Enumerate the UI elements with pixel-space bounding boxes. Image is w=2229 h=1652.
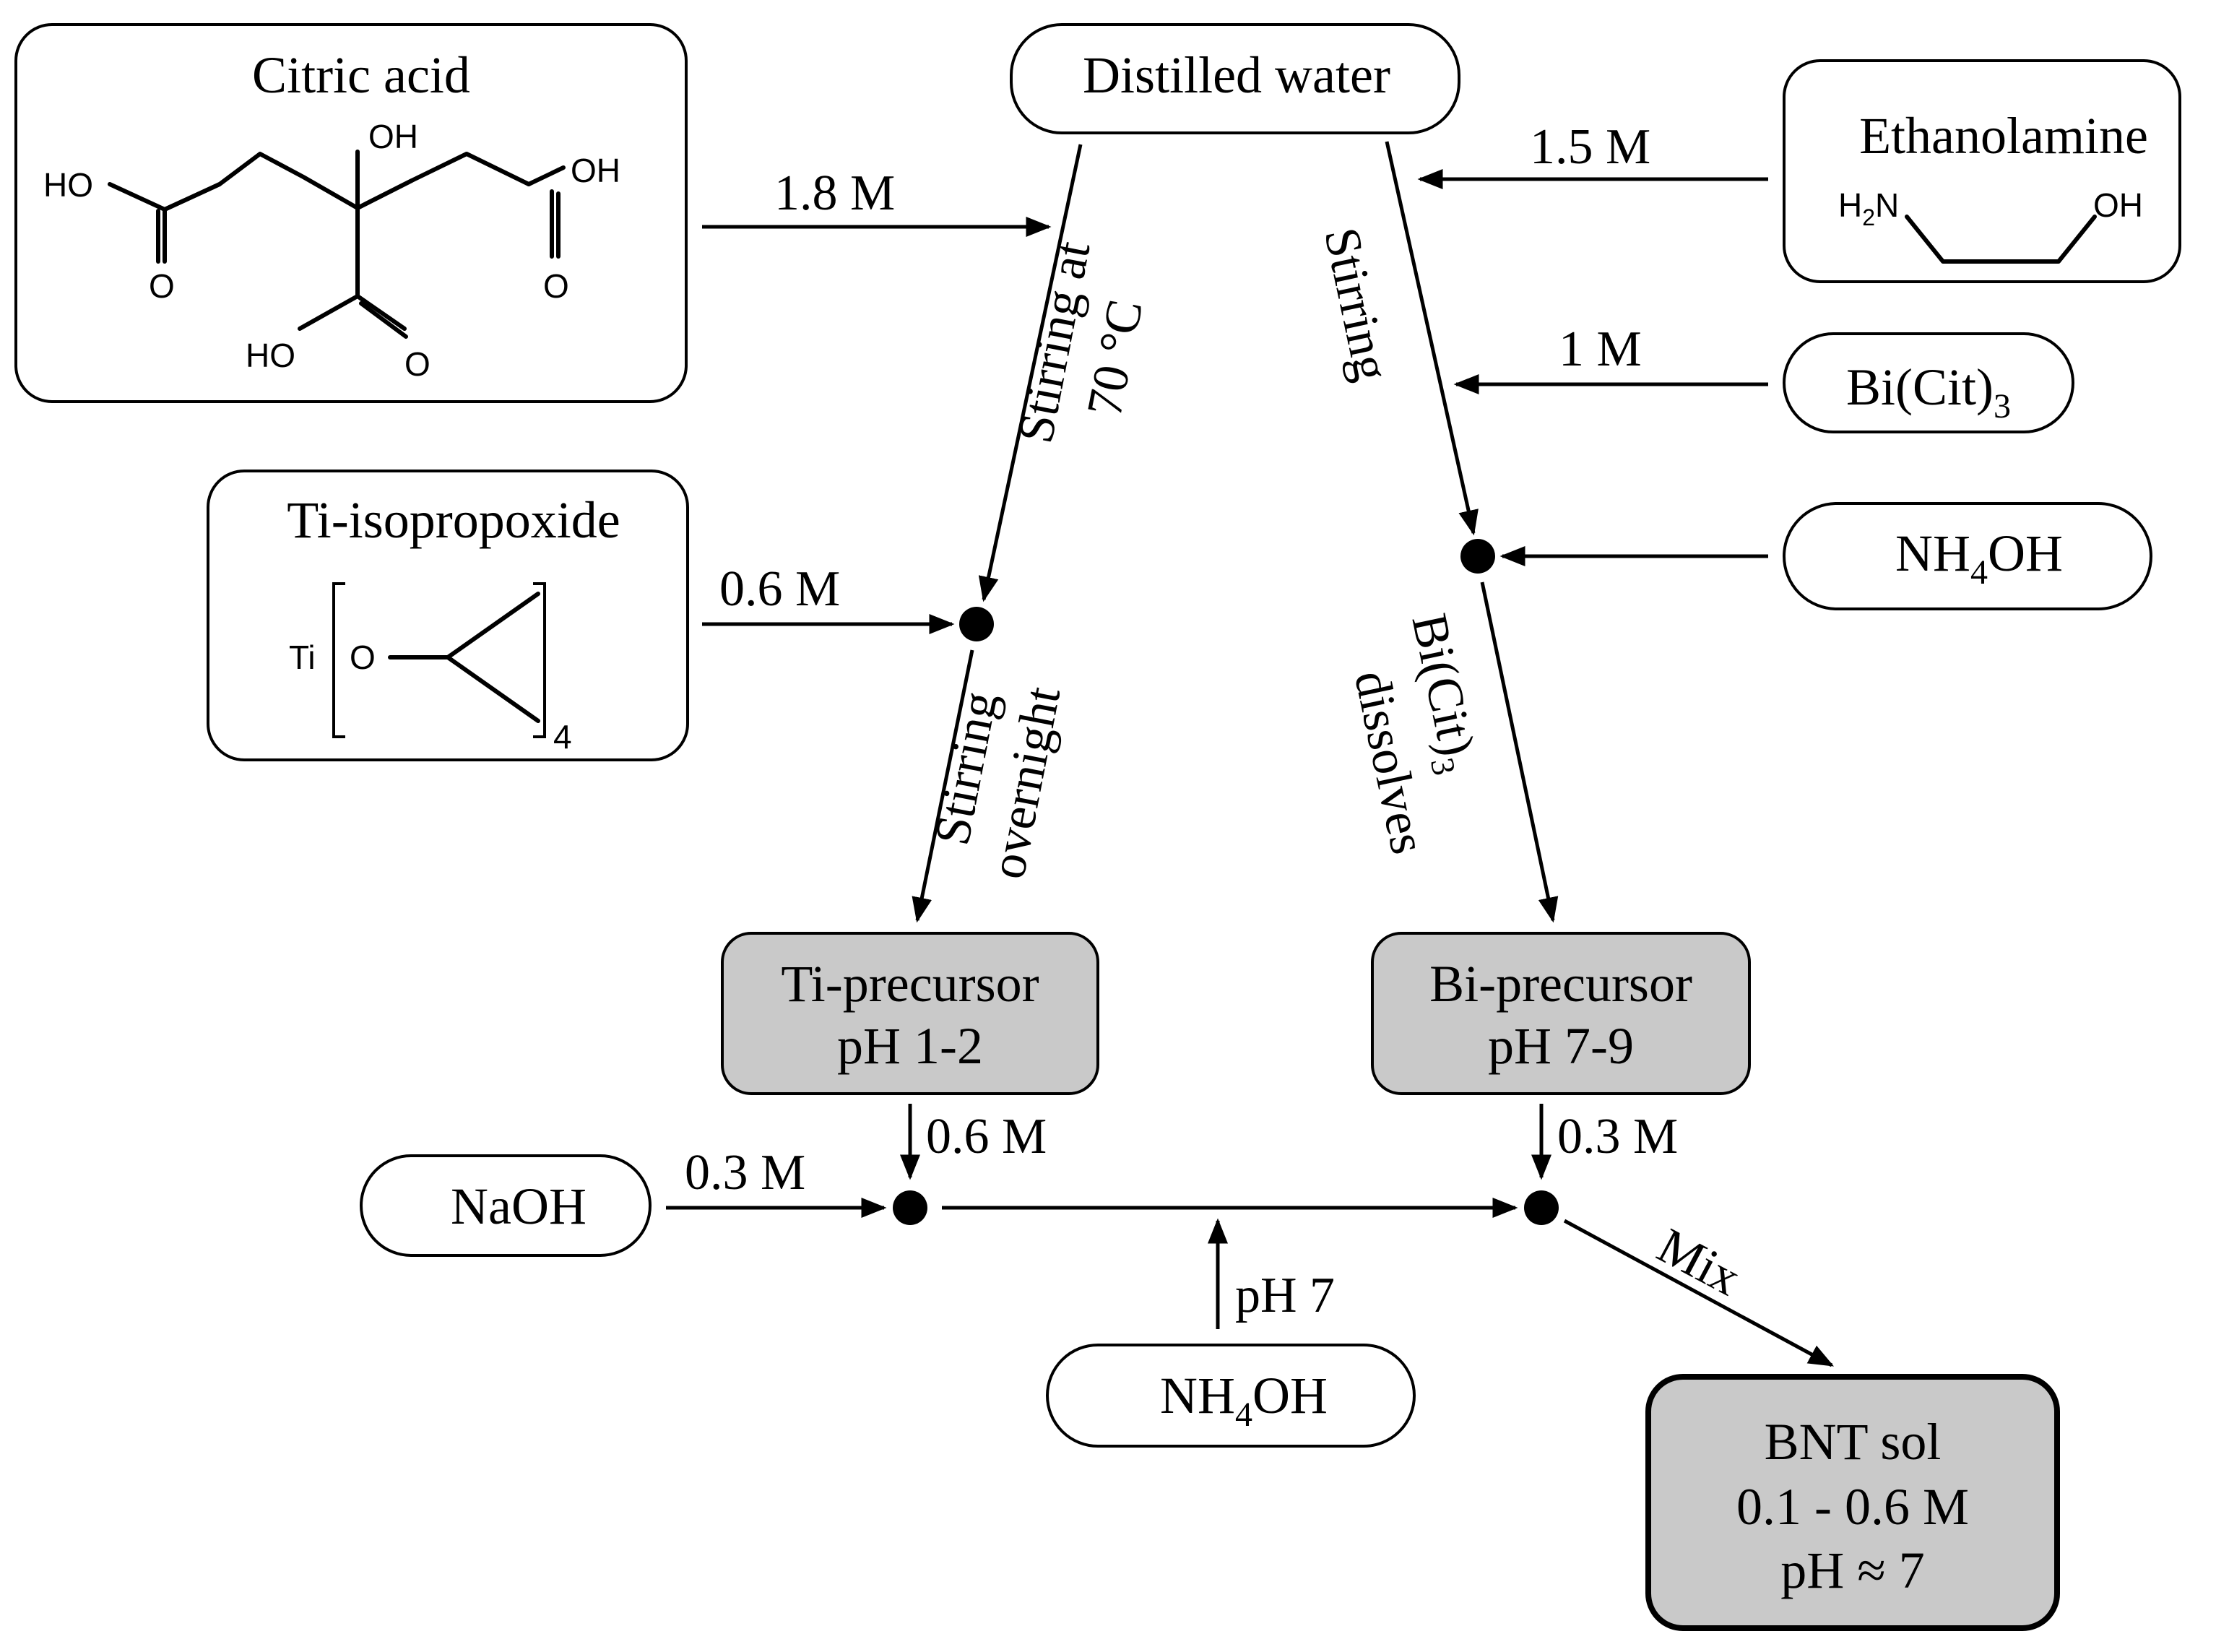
ti-iso-conc-label: 0.6 M bbox=[719, 561, 840, 617]
bnt-sol-ph: pH ≈ 7 bbox=[1780, 1541, 1925, 1599]
citric-o-bottom: O bbox=[404, 345, 430, 383]
citric-oh-top: OH bbox=[368, 118, 418, 155]
citric-acid-structure bbox=[108, 150, 566, 339]
mix-label: Mix bbox=[1648, 1218, 1749, 1307]
naoh-conc-label: 0.3 M bbox=[685, 1145, 805, 1201]
citric-oh-right: OH bbox=[571, 152, 620, 189]
mix-arrow bbox=[1563, 1219, 1835, 1367]
ti-symbol: Ti bbox=[289, 639, 316, 676]
citric-acid-box: Citric acid HO OH OH O O HO O bbox=[14, 23, 688, 403]
ethanolamine-oh: OH bbox=[2093, 186, 2143, 224]
ti-neutralize-node bbox=[893, 1190, 927, 1225]
stirring-70-line1: Stirring at bbox=[1008, 236, 1101, 447]
bi-precursor-name: Bi-precursor bbox=[1429, 955, 1692, 1013]
ph7-label: pH 7 bbox=[1235, 1268, 1335, 1323]
nh4oh-top-label: NH4OH bbox=[1895, 524, 2063, 592]
ethanolamine-conc-label: 1.5 M bbox=[1530, 119, 1650, 175]
bicit-conc-label: 1 M bbox=[1559, 321, 1642, 377]
bi-cit-label: Bi(Cit)3 bbox=[1846, 358, 2011, 425]
ti-subscript-4: 4 bbox=[553, 718, 572, 756]
naoh-label: NaOH bbox=[451, 1177, 587, 1235]
citric-ho-left: HO bbox=[43, 166, 93, 204]
water-to-ti-node-arrow bbox=[978, 144, 1083, 602]
bi-precursor-ph: pH 7-9 bbox=[1488, 1017, 1634, 1075]
bnt-sol-box: BNT sol 0.1 - 0.6 M pH ≈ 7 bbox=[1645, 1374, 2060, 1631]
ethanolamine-title: Ethanolamine bbox=[1859, 107, 2148, 165]
ethanolamine-structure bbox=[1905, 215, 2097, 264]
ethanolamine-box: Ethanolamine H2N OH bbox=[1783, 59, 2181, 283]
ti-precursor-box: Ti-precursor pH 1-2 bbox=[721, 932, 1099, 1095]
bnt-sol-concentration: 0.1 - 0.6 M bbox=[1736, 1478, 1969, 1536]
citric-ho-bottom: HO bbox=[246, 337, 295, 374]
distilled-water-box: Distilled water bbox=[1010, 23, 1460, 134]
nh4oh-bottom-box: NH4OH bbox=[1046, 1344, 1416, 1448]
ti-oxygen: O bbox=[350, 639, 376, 676]
ti-isopropoxide-structure bbox=[332, 582, 546, 738]
nh4oh-top-box: NH4OH bbox=[1783, 502, 2152, 610]
nh4oh-bottom-label: NH4OH bbox=[1160, 1367, 1328, 1434]
ti-precursor-ph: pH 1-2 bbox=[837, 1017, 983, 1075]
citric-o-right: O bbox=[543, 267, 569, 305]
ti-precursor-conc-label: 0.6 M bbox=[926, 1109, 1047, 1164]
citric-conc-label: 1.8 M bbox=[774, 165, 895, 221]
bi-precursor-box: Bi-precursor pH 7-9 bbox=[1371, 932, 1751, 1095]
ti-isopropoxide-box: Ti-isopropoxide Ti O 4 bbox=[207, 470, 689, 761]
ethanolamine-nh2: H2N bbox=[1838, 186, 1899, 230]
stirring-label: Stirring bbox=[1313, 223, 1400, 386]
final-mix-node bbox=[1524, 1190, 1559, 1225]
bi-cit-box: Bi(Cit)3 bbox=[1783, 332, 2074, 433]
water-to-bi-node-arrow bbox=[1385, 141, 1479, 536]
bi-mix-node bbox=[1460, 539, 1495, 574]
bi-precursor-conc-label: 0.3 M bbox=[1557, 1109, 1678, 1164]
ti-node-to-precursor-arrow bbox=[912, 649, 974, 923]
citric-acid-title: Citric acid bbox=[252, 46, 470, 104]
naoh-box: NaOH bbox=[360, 1154, 652, 1257]
ti-isopropoxide-title: Ti-isopropoxide bbox=[287, 491, 620, 549]
ti-precursor-name: Ti-precursor bbox=[781, 955, 1039, 1013]
distilled-water-label: Distilled water bbox=[1083, 46, 1390, 104]
citric-o-left: O bbox=[149, 267, 175, 305]
ti-mix-node bbox=[959, 607, 994, 641]
bnt-sol-name: BNT sol bbox=[1765, 1413, 1942, 1471]
bi-node-to-precursor-arrow bbox=[1480, 581, 1559, 923]
